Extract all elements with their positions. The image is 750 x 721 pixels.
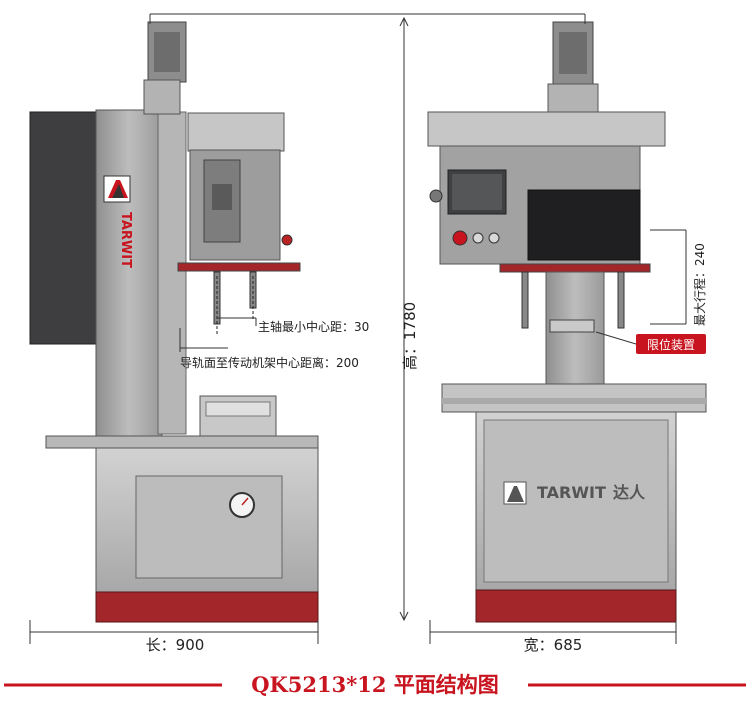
side-brand-logo: TARWIT <box>103 175 133 268</box>
dimension-lines <box>29 13 687 644</box>
spindle-window <box>527 189 641 261</box>
limit-callout-label: 限位装置 <box>647 337 695 352</box>
length-label: 长：900 <box>146 636 205 654</box>
front-brand-cn: 达人 <box>613 483 646 502</box>
side-head <box>187 112 285 152</box>
side-view: TARWIT <box>29 21 319 623</box>
side-spindles <box>213 271 257 336</box>
front-brand-text: TARWIT <box>537 483 606 502</box>
limit-callout-box <box>636 334 706 354</box>
control-knob-icon <box>488 232 500 244</box>
front-brand-logo: TARWIT 达人 <box>503 481 646 505</box>
side-brand-text: TARWIT <box>118 212 133 268</box>
front-spindle-plate <box>499 263 651 273</box>
emergency-stop-icon <box>452 230 468 246</box>
max-stroke-label: 最大行程：240 <box>692 243 707 326</box>
height-label: 高：1780 <box>401 302 419 370</box>
side-back-panel <box>29 111 101 345</box>
front-head <box>427 111 666 147</box>
width-label: 宽：685 <box>524 636 583 654</box>
limit-device <box>549 319 595 333</box>
control-knob-icon <box>472 232 484 244</box>
side-column <box>95 109 163 437</box>
front-view: TARWIT 达人 <box>427 21 707 623</box>
front-base-red <box>475 589 677 623</box>
side-spindle-plate <box>177 262 301 272</box>
rail-to-frame-label: 导轨面至传动机架中心距离：200 <box>180 355 359 370</box>
side-base-red <box>95 591 319 623</box>
page-title: QK5213*12 平面结构图 <box>251 672 499 697</box>
min-spindle-center-label: 主轴最小中心距：30 <box>258 319 369 334</box>
